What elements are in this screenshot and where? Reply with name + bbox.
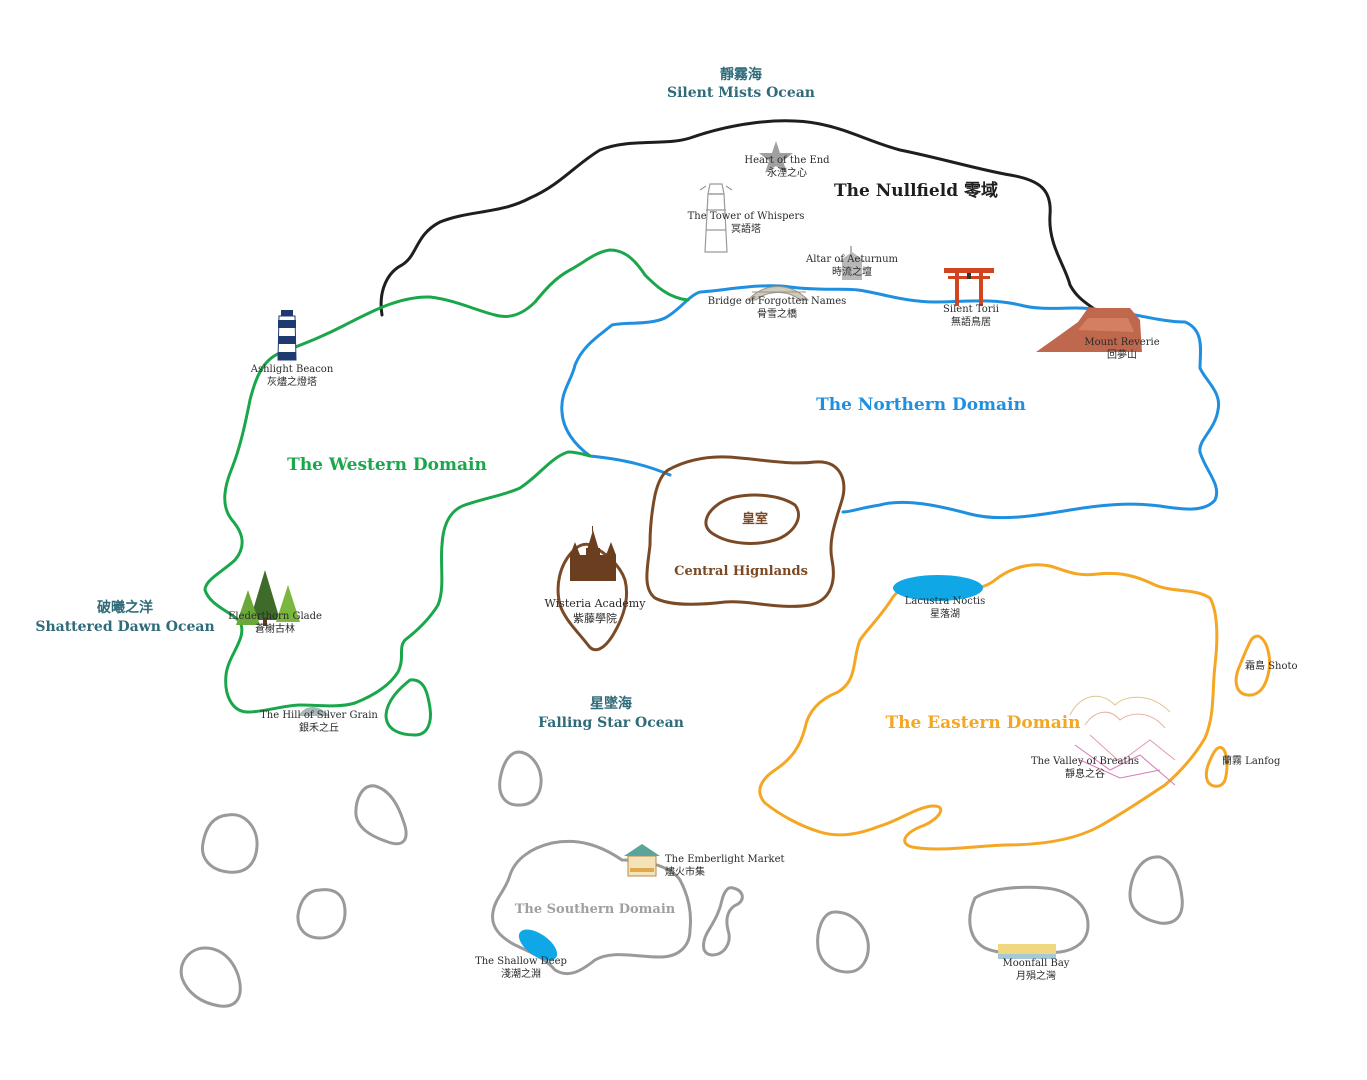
lacustra-lake — [893, 575, 983, 601]
place-label-torii-en: Silent Torii — [943, 304, 999, 315]
region-label-royal: 皇室 — [742, 511, 768, 527]
place-label-mount-en: Mount Reverie — [1084, 337, 1159, 348]
nullfield-border — [379, 119, 1100, 317]
ocean-label-shattered-dawn-zh: 破曦之洋 — [97, 599, 153, 616]
island — [1128, 855, 1184, 925]
island — [968, 885, 1090, 956]
ocean-label-falling-star-zh: 星墜海 — [590, 695, 632, 712]
region-label-southern: The Southern Domain — [515, 902, 676, 917]
western-islet — [384, 678, 432, 737]
royal-ring — [704, 493, 800, 545]
mountain-icon — [1036, 308, 1142, 352]
market-icon — [624, 844, 660, 877]
bay-icon — [998, 944, 1056, 959]
place-label-glade-en: Elederthorn Glade — [228, 611, 322, 622]
place-label-valley-zh: 靜息之谷 — [1065, 767, 1105, 780]
hill-icon — [298, 707, 330, 716]
place-label-shallow-zh: 淺潮之淵 — [501, 967, 541, 980]
place-label-glade-zh: 蒼榭古林 — [255, 622, 295, 635]
place-label-mount-zh: 回夢山 — [1107, 348, 1137, 361]
region-label-western: The Western Domain — [287, 455, 487, 475]
place-label-academy-en: Wisteria Academy — [545, 597, 647, 610]
place-label-altar-en: Altar of Aeturnum — [805, 254, 899, 265]
place-label-hill-zh: 銀禾之丘 — [299, 721, 339, 734]
shallow-deep-lake — [518, 929, 558, 961]
place-label-lacustra-zh: 星落湖 — [930, 608, 960, 620]
ocean-label-shattered-dawn-en: Shattered Dawn Ocean — [35, 619, 214, 635]
region-label-central: Central Hignlands — [674, 564, 808, 579]
lanfog-island — [1204, 746, 1229, 788]
place-label-market-en: The Emberlight Market — [665, 854, 785, 865]
place-label-tower-en: The Tower of Whispers — [688, 211, 805, 222]
place-label-beacon-en: Ashlight Beacon — [250, 364, 334, 375]
ocean-label-silent-mists-zh: 靜霧海 — [720, 66, 762, 83]
place-label-shallow-en: The Shallow Deep — [475, 956, 567, 967]
altar-icon — [838, 246, 866, 280]
place-label-academy-zh: 紫藤學院 — [573, 611, 617, 625]
western-domain-border — [203, 248, 690, 737]
place-label-moonfall-zh: 月殞之灣 — [1016, 969, 1056, 982]
region-label-nullfield: The Nullfield 零域 — [834, 180, 998, 201]
central-highlands-border — [645, 455, 846, 608]
tower-icon — [699, 183, 733, 253]
island — [816, 910, 870, 974]
place-label-lacustra-en: Lacustra Noctis — [905, 596, 985, 607]
island — [498, 750, 543, 807]
place-label-valley-en: The Valley of Breaths — [1031, 756, 1139, 767]
southern-islands — [179, 750, 1184, 1008]
lighthouse-icon — [277, 310, 297, 361]
southern-domain-border — [491, 839, 692, 976]
shoto-island — [1234, 634, 1272, 697]
torii-icon — [944, 268, 994, 306]
region-label-eastern: The Eastern Domain — [885, 713, 1080, 733]
place-label-bridge-zh: 骨雪之橋 — [757, 307, 797, 320]
forest-icon — [236, 570, 300, 626]
place-label-torii-zh: 無語鳥居 — [951, 315, 991, 328]
place-label-lanfog: 蘭霧 Lanfog — [1222, 754, 1281, 767]
island — [200, 813, 259, 874]
bridge-icon — [746, 286, 810, 301]
region-label-northern: The Northern Domain — [816, 395, 1026, 415]
place-label-heart-of-end-en: Heart of the End — [744, 155, 830, 166]
ocean-label-silent-mists-en: Silent Mists Ocean — [667, 85, 815, 101]
island — [296, 888, 347, 940]
eastern-domain-border — [758, 563, 1272, 851]
star-icon — [759, 141, 793, 173]
place-label-bridge-en: Bridge of Forgotten Names — [708, 296, 847, 307]
island — [354, 784, 408, 846]
place-label-heart-of-end-zh: 永湮之心 — [767, 166, 807, 179]
ocean-label-falling-star-en: Falling Star Ocean — [538, 715, 684, 731]
place-label-beacon-zh: 灰燼之燈塔 — [267, 375, 317, 388]
valley-icon — [1069, 695, 1176, 786]
island — [702, 886, 744, 957]
place-label-moonfall-en: Moonfall Bay — [1003, 958, 1070, 969]
northern-domain-border — [560, 284, 1221, 520]
place-label-hill-en: The Hill of Silver Grain — [260, 710, 378, 721]
castle-icon — [570, 526, 616, 581]
place-label-market-zh: 燼火市集 — [665, 865, 705, 878]
place-label-altar-zh: 時流之壇 — [832, 265, 872, 278]
island — [179, 946, 242, 1008]
place-label-shoto: 霜島 Shoto — [1245, 659, 1298, 672]
place-label-tower-zh: 冥語塔 — [731, 222, 761, 235]
